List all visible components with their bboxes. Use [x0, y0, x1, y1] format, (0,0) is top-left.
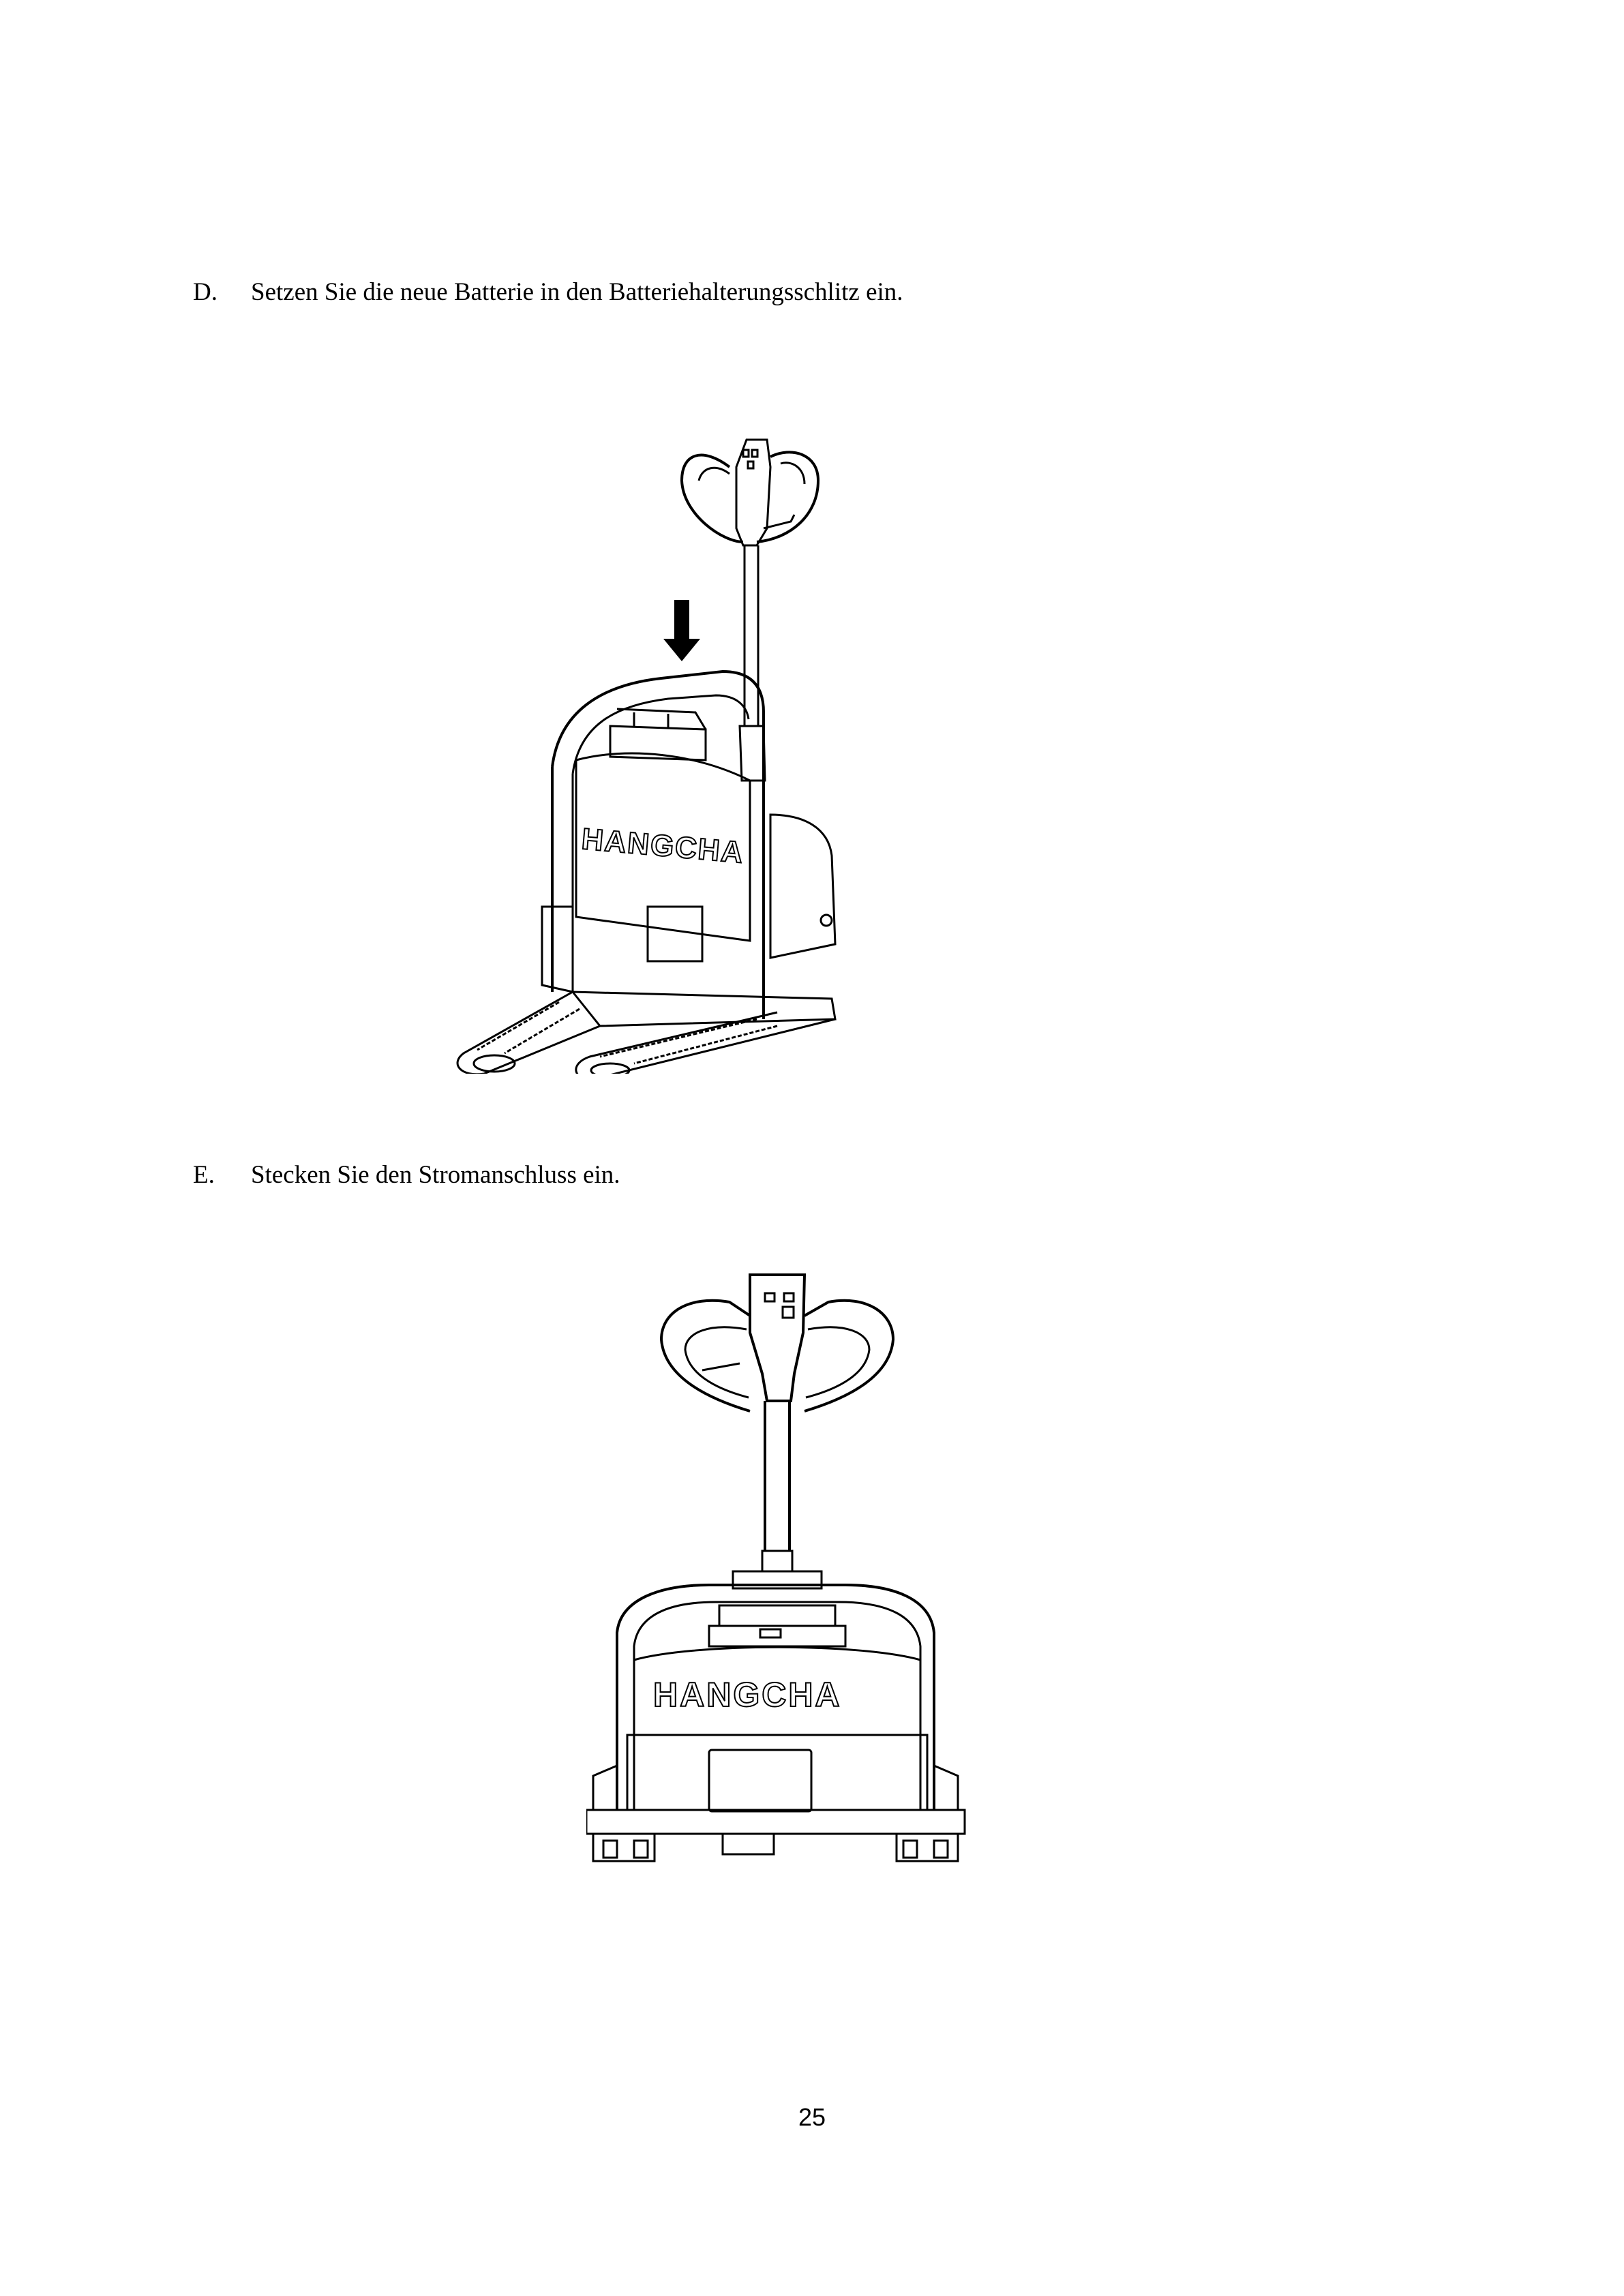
page-number: 25: [798, 2103, 826, 2131]
figure-battery-insertion: HANGCHA: [436, 426, 975, 1081]
brand-label: HANGCHA: [653, 1676, 842, 1714]
arrow-down-icon: [663, 600, 700, 661]
figure-power-connector: HANGCHA: [585, 1265, 982, 1939]
step-text: Setzen Sie die neue Batterie in den Batt…: [251, 278, 903, 306]
step-text: Stecken Sie den Stromanschluss ein.: [251, 1161, 620, 1189]
step-letter: E.: [193, 1161, 215, 1189]
step-d-instruction: D. Setzen Sie die neue Batterie in den Ba…: [193, 280, 903, 305]
step-e-instruction: E. Stecken Sie den Stromanschluss ein.: [193, 1162, 620, 1188]
step-letter: D.: [193, 278, 217, 306]
brand-label: HANGCHA: [580, 822, 745, 870]
